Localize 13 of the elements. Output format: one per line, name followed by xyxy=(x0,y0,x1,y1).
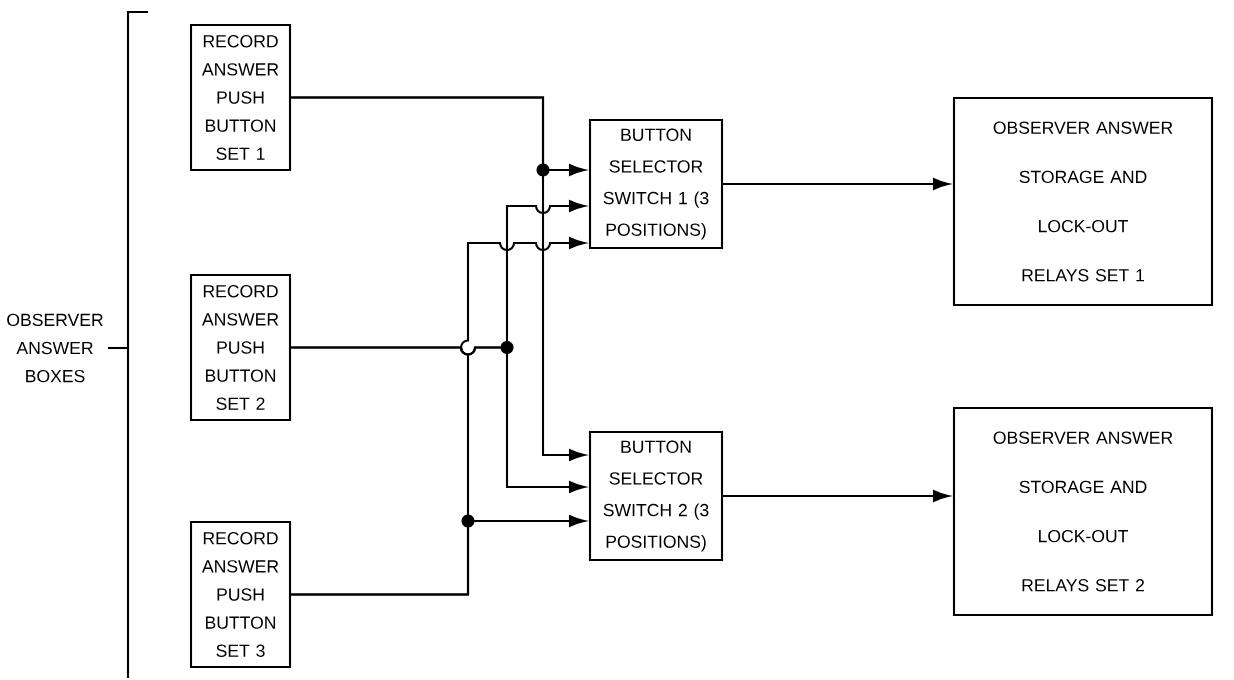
arrow xyxy=(723,178,950,190)
relay-box: OBSERVER ANSWER STORAGE AND LOCK-OUT RELAYS SET 1 xyxy=(952,96,1214,307)
arrow xyxy=(291,346,586,493)
group-label: OBSERVER ANSWER BOXES xyxy=(7,313,103,383)
relay-box: OBSERVER ANSWER STORAGE AND LOCK-OUT RELAYS SET 2 xyxy=(952,406,1214,617)
arrow xyxy=(291,96,586,461)
process-box: RECORD ANSWER PUSH BUTTON SET 1 xyxy=(189,23,292,172)
process-box: RECORD ANSWER PUSH BUTTON SET 3 xyxy=(189,520,292,669)
switch-box: BUTTON SELECTOR SWITCH 2 (3 POSITIONS) xyxy=(588,430,724,562)
arrow xyxy=(723,490,950,502)
process-box: RECORD ANSWER PUSH BUTTON SET 2 xyxy=(189,273,292,422)
switch-box: BUTTON SELECTOR SWITCH 1 (3 POSITIONS) xyxy=(588,118,724,250)
arrow xyxy=(291,515,586,596)
